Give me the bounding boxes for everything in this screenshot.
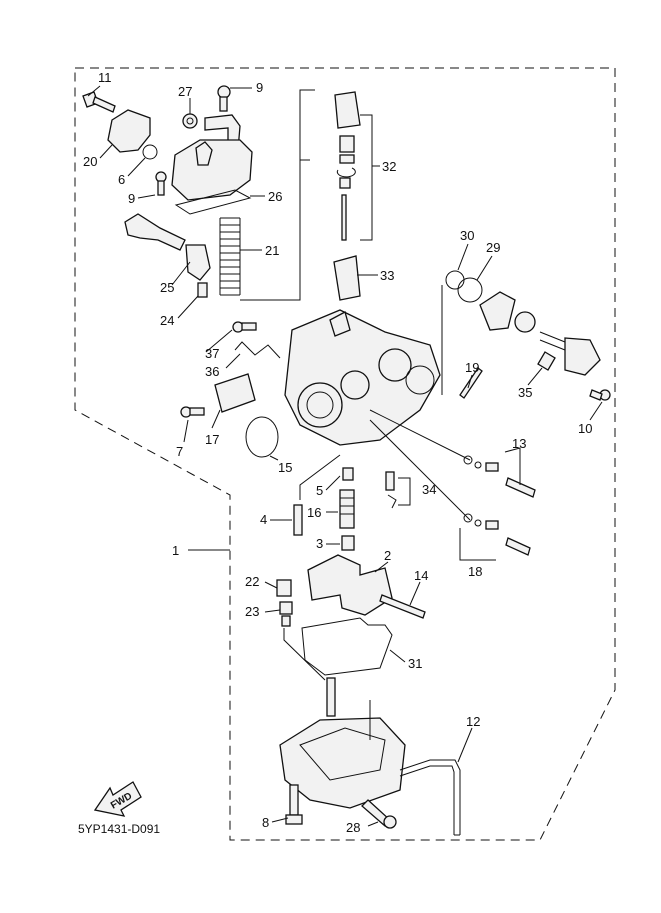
screw-28 <box>361 799 397 829</box>
spring-clip-36 <box>234 341 281 359</box>
callout-31: 31 <box>408 656 422 671</box>
nut-27 <box>182 113 198 129</box>
throttle-slide-cap <box>334 91 361 129</box>
callout-17: 17 <box>205 432 219 447</box>
callout-32: 32 <box>382 159 396 174</box>
callout-21: 21 <box>265 243 279 258</box>
callout-29: 29 <box>486 240 500 255</box>
callout-15: 15 <box>278 460 292 475</box>
gasket-26 <box>174 189 252 215</box>
callout-5: 5 <box>316 483 323 498</box>
idle-screw-35 <box>537 351 556 371</box>
float-valve-34 <box>385 471 397 509</box>
screw-7 <box>180 406 205 418</box>
diagram-code: 5YP1431-D091 <box>78 822 160 836</box>
callout-12: 12 <box>466 714 480 729</box>
o-ring-6 <box>142 144 158 160</box>
callout-35: 35 <box>518 385 532 400</box>
main-jet-3 <box>341 535 355 551</box>
callout-3: 3 <box>316 536 323 551</box>
o-ring-29 <box>457 277 483 303</box>
callout-18: 18 <box>468 564 482 579</box>
assembly-boundary <box>74 67 616 841</box>
callout-8: 8 <box>262 815 269 830</box>
callout-6: 6 <box>118 172 125 187</box>
callout-7: 7 <box>176 444 183 459</box>
bracket-25 <box>185 244 211 281</box>
starter-cap <box>564 337 601 376</box>
callout-33: 33 <box>380 268 394 283</box>
callout-9-top: 9 <box>256 80 263 95</box>
spring-seat-stack <box>336 135 356 241</box>
float-bowl <box>279 717 406 809</box>
callout-26: 26 <box>268 189 282 204</box>
plunger-23 <box>279 601 293 627</box>
callout-37: 37 <box>205 346 219 361</box>
screw-9-mid <box>155 171 167 196</box>
needle-19 <box>459 367 483 399</box>
callout-34: 34 <box>422 482 436 497</box>
callout-9-mid: 9 <box>128 191 135 206</box>
float-2 <box>307 554 393 616</box>
drain-hose-12 <box>399 759 461 836</box>
callout-30: 30 <box>460 228 474 243</box>
callout-14: 14 <box>414 568 428 583</box>
screw-set-18 <box>463 513 531 556</box>
choke-plunger <box>124 213 186 251</box>
screw-set-13 <box>463 455 536 498</box>
callout-16: 16 <box>307 505 321 520</box>
screw-10 <box>589 389 611 401</box>
top-cover <box>171 139 253 201</box>
callout-10: 10 <box>578 421 592 436</box>
callout-19: 19 <box>465 360 479 375</box>
screw-9-top <box>217 85 231 112</box>
o-ring-30 <box>445 270 465 290</box>
callout-11: 11 <box>98 70 112 85</box>
callout-27: 27 <box>178 84 192 99</box>
screw-37 <box>232 321 257 333</box>
callout-23: 23 <box>245 604 259 619</box>
callout-2: 2 <box>384 548 391 563</box>
callout-20: 20 <box>83 154 97 169</box>
bowl-gasket-31 <box>301 617 393 676</box>
callout-4: 4 <box>260 512 267 527</box>
pilot-jet-4 <box>293 504 303 536</box>
screw-24 <box>197 282 208 298</box>
throttle-valve-33 <box>333 255 361 301</box>
screw-8 <box>285 784 303 825</box>
starter-body <box>479 291 516 331</box>
callout-24: 24 <box>160 313 174 328</box>
callout-36: 36 <box>205 364 219 379</box>
drain-plug-22 <box>276 579 292 597</box>
callout-1: 1 <box>172 543 179 558</box>
spring-21 <box>219 217 241 296</box>
screw-11 <box>82 91 116 113</box>
float-pin-14 <box>379 594 426 619</box>
callout-22: 22 <box>245 574 259 589</box>
plate-17 <box>214 373 256 413</box>
needle-jet-16 <box>339 489 355 529</box>
callout-28: 28 <box>346 820 360 835</box>
jet-5 <box>342 467 354 481</box>
fwd-arrow-icon: FWD <box>93 781 142 817</box>
callout-25: 25 <box>160 280 174 295</box>
o-ring-15 <box>245 416 279 458</box>
lever-20 <box>107 109 151 153</box>
callout-13: 13 <box>512 436 526 451</box>
